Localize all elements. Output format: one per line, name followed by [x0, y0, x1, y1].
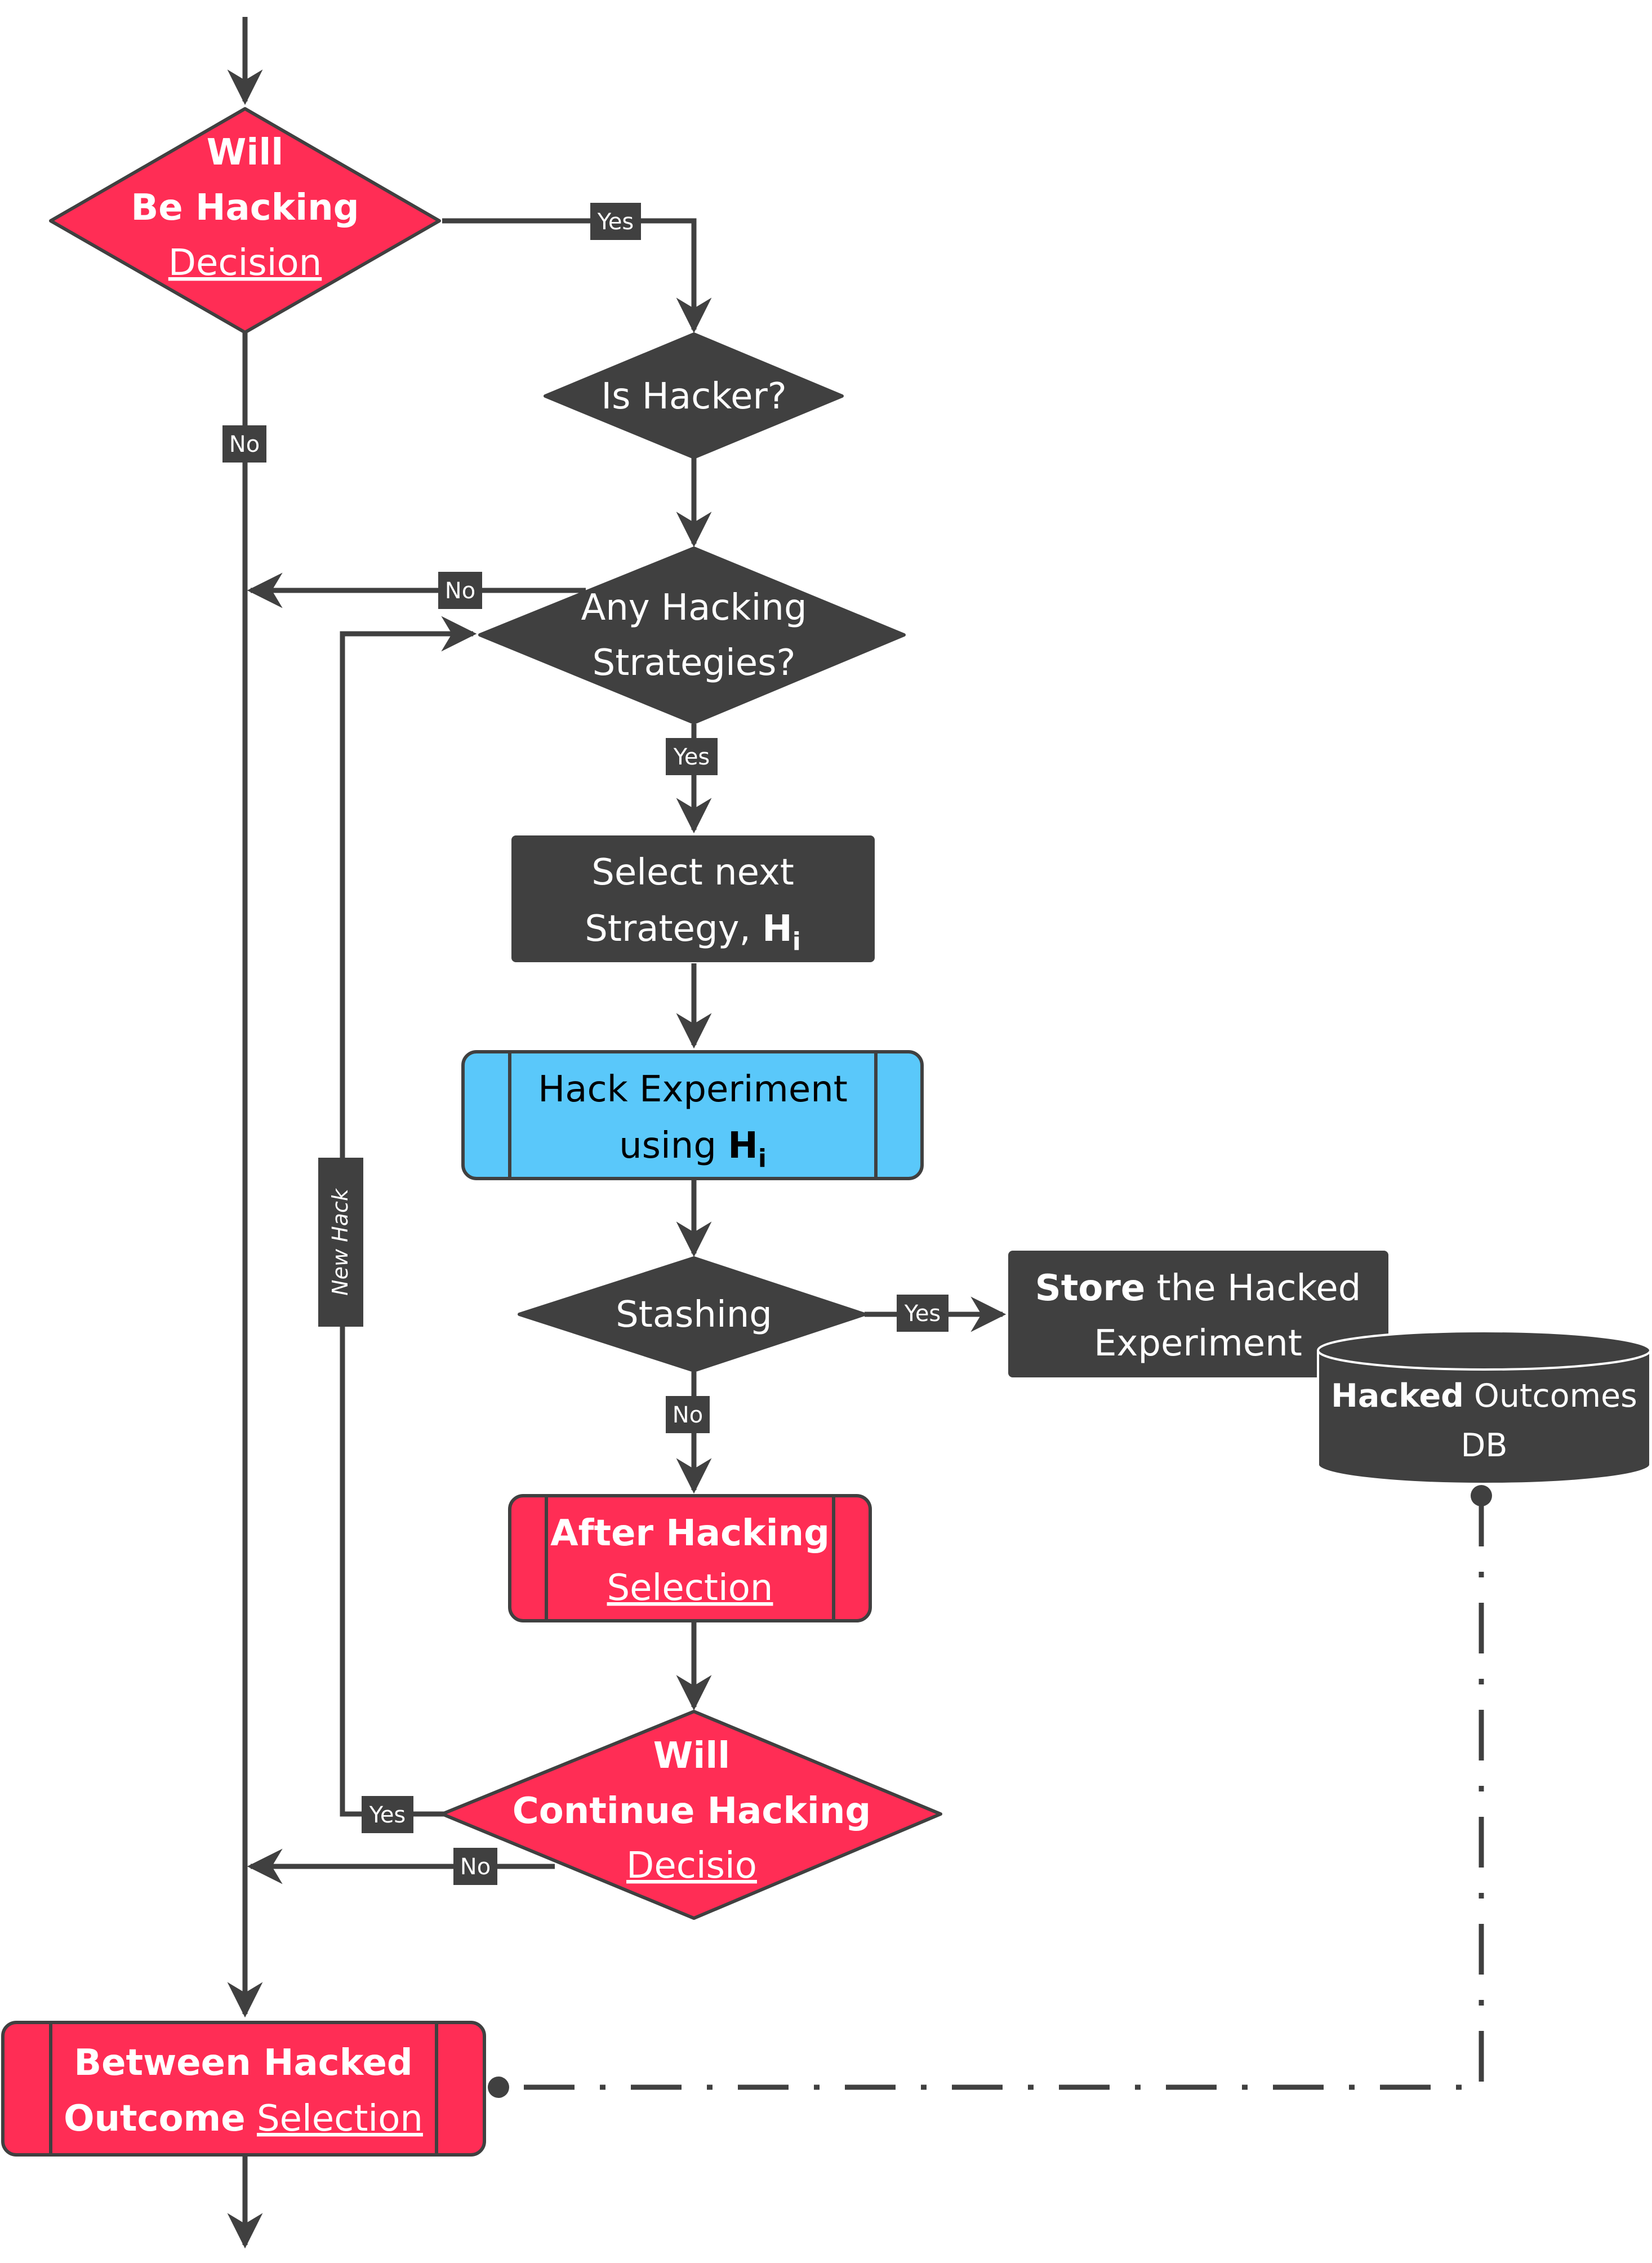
decision-any-hacking-line1: Any Hacking: [581, 587, 807, 629]
decision-any-hacking-strategies[interactable]: Any Hacking Strategies?: [478, 546, 906, 724]
store-rest: the Hacked: [1145, 1268, 1361, 1309]
select-next-subscript: i: [792, 927, 801, 956]
decision-will-continue-hacking[interactable]: Will Continue Hacking Decisio: [440, 1710, 942, 1920]
edge-label-no-4: No: [453, 1848, 497, 1885]
decision-stashing-text: Stashing: [616, 1294, 772, 1336]
after-hacking-line1: After Hacking: [550, 1513, 830, 1554]
decision-will-be-hacking-line3: Decision: [168, 242, 322, 284]
db-line2: DB: [1461, 1427, 1508, 1464]
edge-label-yes-2: Yes: [666, 738, 718, 775]
will-continue-line1: Will: [653, 1735, 730, 1777]
edge-yes-to-is-hacker: [442, 218, 712, 334]
between-hacked-bold: Outcome: [64, 2098, 246, 2140]
edge-labels: Yes No No Yes Yes No Yes No: [222, 203, 949, 1885]
select-next-line1: Select next: [591, 852, 794, 893]
hack-experiment-prefix: using: [619, 1125, 728, 1167]
edge-label-no-4-text: No: [460, 1854, 491, 1880]
store-line1: Store the Hacked: [1035, 1268, 1361, 1309]
edge-label-no-3-text: No: [673, 1402, 703, 1428]
decision-is-hacker[interactable]: Is Hacker?: [544, 332, 844, 459]
edge-label-yes-2-text: Yes: [673, 744, 710, 770]
hack-experiment-symbol: H: [728, 1125, 758, 1167]
edge-label-new-hack: New Hack: [318, 1158, 363, 1327]
edge-label-yes-1: Yes: [590, 203, 641, 240]
subprocess-after-hacking-selection[interactable]: After Hacking Selection: [508, 1494, 872, 1622]
process-store-hacked-experiment[interactable]: Store the Hacked Experiment: [1008, 1251, 1388, 1377]
hack-experiment-line1: Hack Experiment: [538, 1069, 848, 1110]
subprocess-between-hacked-outcome-selection[interactable]: Between Hacked Outcome Selection: [1, 2021, 486, 2157]
edge-label-no-2: No: [438, 572, 482, 609]
decision-will-be-hacking-line2: Be Hacking: [131, 187, 359, 229]
database-hacked-outcomes[interactable]: Hacked Outcomes DB: [1317, 1330, 1651, 1485]
edge-label-no-3: No: [666, 1396, 710, 1433]
process-select-next-strategy[interactable]: Select next Strategy, Hi: [511, 835, 875, 962]
db-bold: Hacked: [1331, 1377, 1464, 1415]
hack-experiment-subscript: i: [758, 1144, 767, 1173]
decision-will-be-hacking[interactable]: Will Be Hacking Decision: [49, 107, 441, 334]
edge-label-yes-4: Yes: [362, 1796, 413, 1833]
db-line1: Hacked Outcomes: [1331, 1377, 1637, 1415]
edge-label-no-1-text: No: [229, 432, 260, 457]
between-hacked-line2: Outcome Selection: [64, 2098, 423, 2140]
edge-label-yes-3-text: Yes: [904, 1301, 941, 1327]
decision-stashing[interactable]: Stashing: [518, 1256, 866, 1372]
between-hacked-underline: Selection: [257, 2098, 423, 2140]
between-hacked-line1: Between Hacked: [74, 2042, 412, 2084]
store-bold: Store: [1035, 1268, 1146, 1309]
decision-is-hacker-text: Is Hacker?: [601, 376, 787, 417]
edge-label-no-2-text: No: [445, 578, 475, 604]
hack-experiment-line2: using Hi: [619, 1125, 767, 1173]
store-line2: Experiment: [1094, 1323, 1302, 1364]
edge-label-yes-3: Yes: [897, 1295, 949, 1332]
db-connector: [488, 1485, 1492, 2098]
after-hacking-line2: Selection: [607, 1567, 773, 1609]
edge-label-yes-1-text: Yes: [597, 209, 634, 235]
decision-any-hacking-line2: Strategies?: [593, 642, 796, 684]
will-continue-line3: Decisio: [626, 1845, 757, 1887]
select-next-line2: Strategy, Hi: [585, 908, 801, 956]
edge-label-yes-4-text: Yes: [369, 1802, 406, 1828]
db-rest: Outcomes: [1464, 1377, 1637, 1415]
select-next-prefix: Strategy,: [585, 908, 762, 950]
will-continue-line2: Continue Hacking: [513, 1790, 871, 1832]
decision-will-be-hacking-line1: Will: [207, 132, 283, 174]
subprocess-hack-experiment[interactable]: Hack Experiment using Hi: [461, 1050, 924, 1180]
edge-label-no-1: No: [222, 425, 266, 463]
select-next-symbol: H: [762, 908, 792, 950]
edge-label-new-hack-text: New Hack: [328, 1188, 353, 1296]
